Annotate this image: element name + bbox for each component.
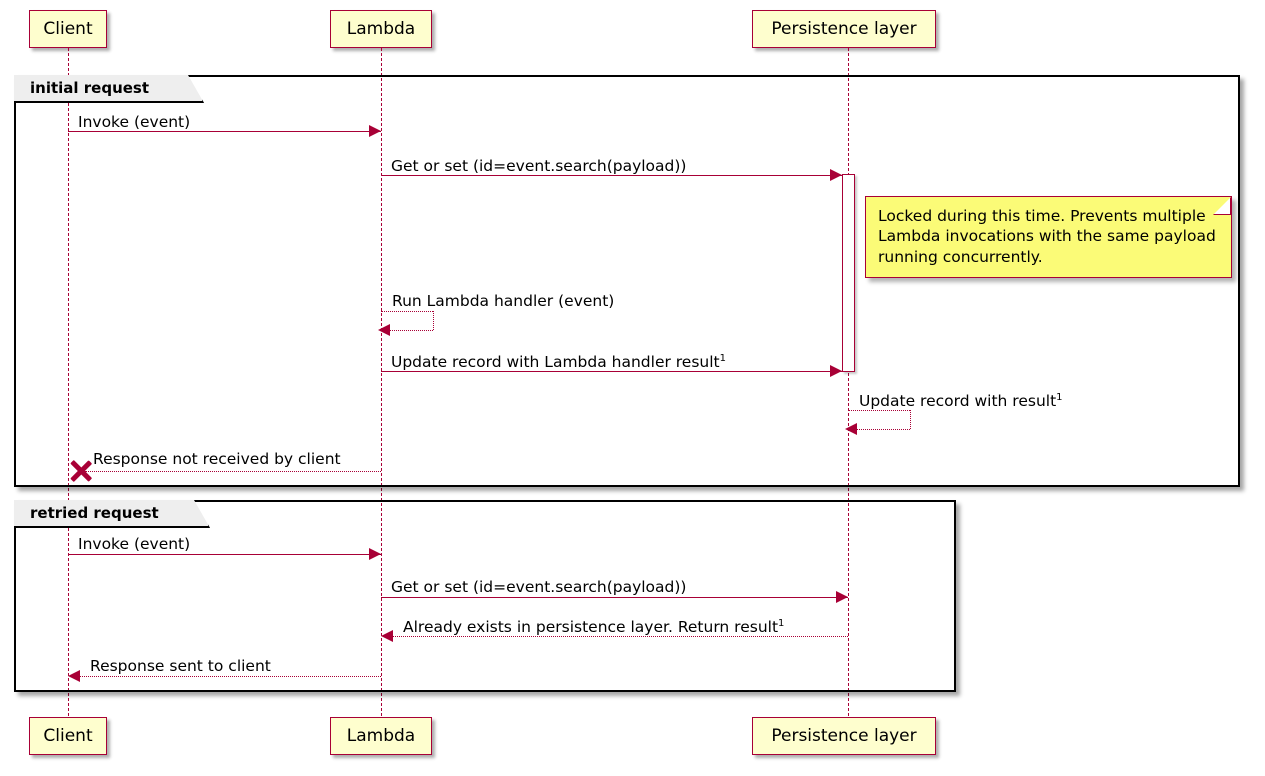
lifeline-client [68,48,69,716]
message-text: Already exists in persistence layer. Ret… [403,618,779,637]
participant-label: Client [43,18,93,39]
message-label-m2: Get or set (id=event.search(payload)) [391,157,687,175]
participant-label: Client [43,725,93,746]
self-message-right-m3 [433,311,434,330]
message-label-m6: Response not received by client [93,450,341,468]
message-superscript: 1 [1056,392,1063,403]
frame-label-text: initial request [30,79,150,97]
lifeline-persistence [848,48,849,716]
participant-label: Persistence layer [771,725,917,746]
lifeline-lambda [381,48,382,716]
frame-retried-request-label: retried request [14,500,210,528]
message-line-m10 [80,676,381,677]
message-text: Response sent to client [90,657,271,675]
participant-lambda-bottom[interactable]: Lambda [330,717,432,755]
message-line-m1 [68,131,381,132]
message-line-m9 [393,636,848,637]
frame-initial-request [14,75,1240,487]
message-superscript: 1 [778,618,785,629]
self-message-right-m5 [910,410,911,429]
message-label-m9: Already exists in persistence layer. Ret… [403,619,784,636]
message-label-m5: Update record with result1 [859,393,1063,410]
arrowhead-m4 [830,365,842,377]
message-text: Get or set (id=event.search(payload)) [391,157,687,175]
arrowhead-m9 [381,630,393,642]
participant-label: Lambda [346,725,416,746]
message-text: Invoke (event) [78,113,191,131]
message-label-m8: Get or set (id=event.search(payload)) [391,578,687,596]
activation-bar-persistence [842,174,855,372]
message-line-m6 [85,471,381,472]
arrowhead-m2 [830,169,842,181]
arrowhead-m8 [836,591,848,603]
frame-label-text: retried request [30,504,159,522]
self-message-bottom-m3 [390,330,433,331]
participant-persistence-top[interactable]: Persistence layer [752,10,936,48]
message-label-m4: Update record with Lambda handler result… [391,354,726,371]
note-fold-corner [1213,197,1231,215]
message-text: Update record with Lambda handler result [391,353,720,372]
lost-message-x-icon [68,458,94,484]
note-text: Locked during this time. Prevents multip… [878,207,1216,266]
message-label-m7: Invoke (event) [78,535,191,553]
participant-lambda-top[interactable]: Lambda [330,10,432,48]
message-line-m7 [68,554,381,555]
message-label-m10: Response sent to client [90,657,271,675]
frame-retried-request [14,500,956,692]
message-superscript: 1 [719,353,727,364]
participant-label: Lambda [346,18,416,39]
arrowhead-m3 [378,324,390,336]
message-line-m8 [381,597,848,598]
arrowhead-m7 [369,548,381,560]
arrowhead-m5 [845,423,857,435]
message-label-m3: Run Lambda handler (event) [392,292,615,310]
message-text: Invoke (event) [78,535,191,553]
participant-persistence-bottom[interactable]: Persistence layer [752,717,936,755]
participant-client-top[interactable]: Client [29,10,107,48]
participant-client-bottom[interactable]: Client [29,717,107,755]
message-text: Response not received by client [93,450,341,468]
self-message-top-m3 [381,311,433,312]
message-text: Get or set (id=event.search(payload)) [391,578,687,596]
arrowhead-m1 [369,125,381,137]
message-label-m1: Invoke (event) [78,113,191,131]
message-line-m4 [381,371,842,372]
arrowhead-m10 [68,670,80,682]
message-text: Update record with result [859,392,1057,411]
self-message-top-m5 [848,410,910,411]
message-line-m2 [381,175,842,176]
note-locked-during-this-time: Locked during this time. Prevents multip… [865,196,1232,278]
frame-initial-request-label: initial request [14,75,204,103]
message-text: Run Lambda handler (event) [392,292,615,310]
self-message-bottom-m5 [857,429,910,430]
participant-label: Persistence layer [771,18,917,39]
